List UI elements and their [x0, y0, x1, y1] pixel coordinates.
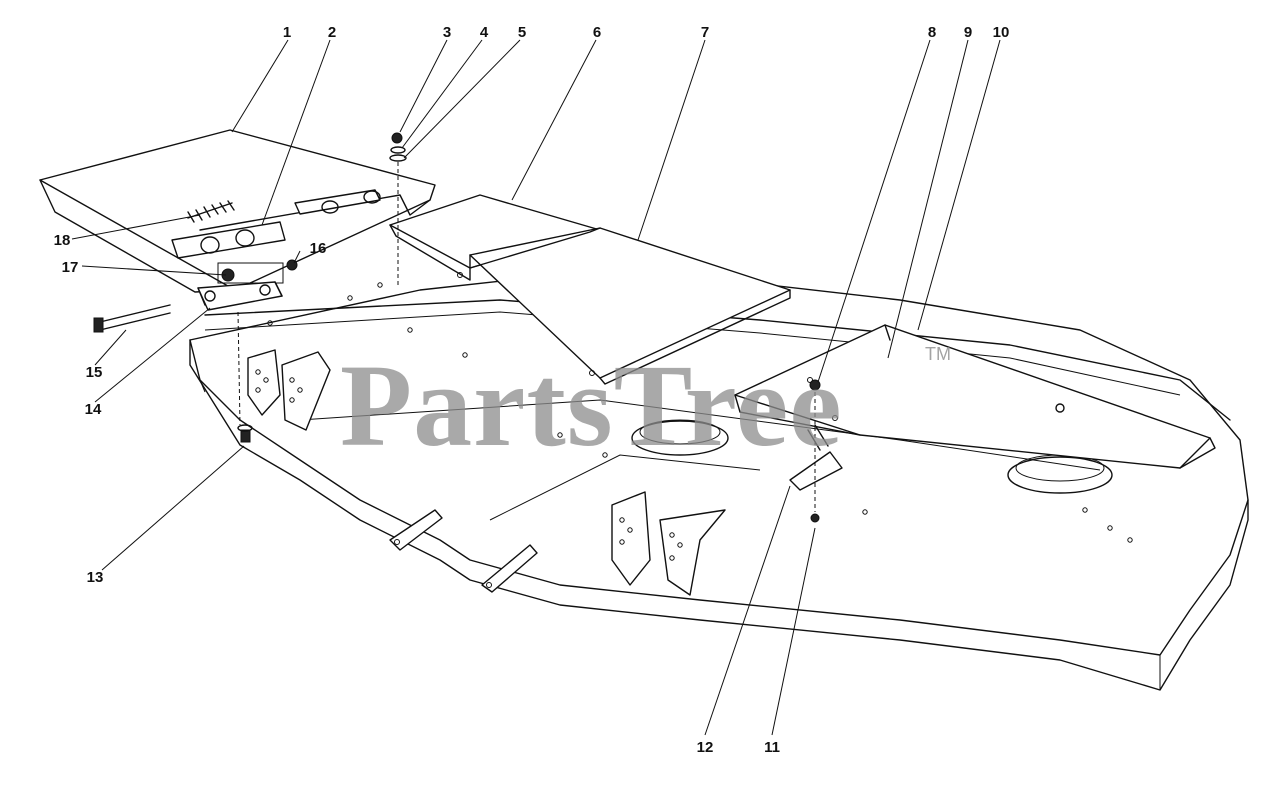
- deflector-plate: [469, 227, 791, 385]
- callout-1: 1: [283, 24, 291, 41]
- callout-13: 13: [87, 569, 104, 586]
- callout-18: 18: [54, 232, 71, 249]
- callout-2: 2: [328, 24, 336, 41]
- callout-16: 16: [310, 240, 327, 257]
- deck-support-arms: [389, 509, 538, 593]
- callout-14: 14: [85, 401, 102, 418]
- callout-7: 7: [701, 24, 709, 41]
- callout-4: 4: [480, 24, 489, 41]
- callout-6: 6: [593, 24, 601, 41]
- callout-labels: 1 2 3 4 5 6 7 8 9 10 11 12 13 14 15 16 1…: [54, 24, 1010, 756]
- callout-3: 3: [443, 24, 451, 41]
- callout-10: 10: [993, 24, 1010, 41]
- hanger-bracket-left: [247, 349, 331, 431]
- alignment-lines: [237, 162, 816, 512]
- callout-9: 9: [964, 24, 972, 41]
- callout-5: 5: [518, 24, 526, 41]
- watermark-trademark: TM: [925, 344, 951, 364]
- callout-leaders: [71, 39, 1001, 736]
- baffle-plate-right: [734, 324, 1216, 469]
- discharge-deflector: [39, 129, 436, 293]
- callout-17: 17: [62, 259, 79, 276]
- callout-11: 11: [764, 739, 780, 756]
- callout-8: 8: [928, 24, 936, 41]
- callout-12: 12: [697, 739, 714, 756]
- latch-assembly: [789, 379, 843, 523]
- hanger-bracket-center: [611, 491, 726, 596]
- callout-15: 15: [86, 364, 103, 381]
- watermark-text: PartsTree: [340, 340, 843, 471]
- fastener-hardware: [237, 132, 407, 443]
